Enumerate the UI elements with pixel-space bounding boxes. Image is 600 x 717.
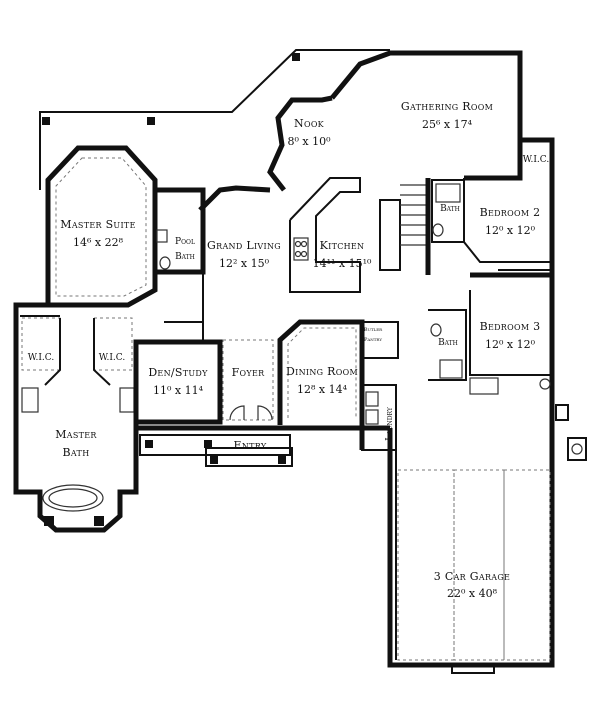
vanity — [119, 387, 135, 413]
garage-bay — [397, 469, 455, 661]
exterior-wall-north — [330, 50, 555, 450]
lanai-column — [147, 117, 155, 125]
pool-equipment — [555, 404, 569, 421]
nook-bay-wall — [267, 95, 333, 192]
stair-wall — [379, 199, 401, 271]
burner — [300, 250, 308, 258]
entry-column — [278, 456, 286, 464]
entry-column — [204, 440, 212, 448]
room-dims-kitchen: 14¹¹ x 15¹⁰ — [313, 257, 372, 270]
entry-steps — [205, 447, 293, 467]
room-dims-nook: 8⁰ x 10⁰ — [287, 135, 331, 148]
label-bath-3: Bath — [438, 338, 458, 348]
room-dims-den-study: 11⁰ x 11⁴ — [153, 384, 204, 397]
vanity — [21, 387, 39, 413]
room-name-grand-living: Grand Living — [207, 239, 281, 252]
room-name-kitchen: Kitchen — [320, 239, 365, 252]
room-name-nook: Nook — [294, 117, 325, 130]
label-laundry: Laundry — [385, 406, 395, 441]
garage-wall — [387, 428, 555, 668]
entry-doors — [229, 405, 273, 421]
room-name-gathering-room: Gathering Room — [401, 100, 493, 113]
butler-pantry-wall — [361, 321, 399, 359]
cooktop-icon — [293, 237, 309, 261]
wic-partition — [44, 318, 61, 386]
bedroom-2-wall-inner — [463, 178, 552, 263]
dining-ceiling — [287, 327, 357, 418]
dryer-icon — [365, 409, 379, 425]
room-name-den-study: Den/Study — [148, 366, 208, 379]
bathtub-icon — [435, 183, 461, 203]
entry-column — [210, 456, 218, 464]
bedroom-3-wall — [469, 290, 552, 376]
burner — [294, 250, 302, 258]
bedroom-2-wall — [464, 140, 523, 181]
toilet — [432, 223, 444, 237]
label-pool: Pool — [175, 237, 195, 247]
room-dims-grand-living: 12² x 15⁰ — [219, 257, 270, 270]
washer-icon — [365, 391, 379, 407]
room-name-bedroom-2: Bedroom 2 — [480, 206, 541, 219]
room-name-master-suite: Master Suite — [60, 218, 135, 231]
label-wic-bedroom-2: W.I.C. — [523, 155, 550, 165]
ac-fan — [571, 443, 583, 455]
room-dims-master-suite: 14⁶ x 22⁸ — [73, 236, 124, 249]
entry-porch — [139, 434, 291, 456]
tub-step — [44, 516, 54, 526]
label-bath-2: Bath — [440, 204, 460, 214]
wic-partition — [93, 318, 111, 386]
room-dims-bedroom-3: 12⁰ x 12⁰ — [485, 338, 536, 351]
sink — [159, 256, 171, 270]
label-pool-bath: Bath — [175, 252, 195, 262]
grand-living-bay-wall — [198, 185, 271, 212]
toilet — [156, 229, 168, 243]
west-wing-wall — [13, 302, 139, 533]
label-master: Master — [55, 428, 97, 441]
bath-3-wall — [428, 309, 467, 381]
room-dims-dining-room: 12⁸ x 14⁴ — [297, 383, 348, 396]
water-heater-icon — [539, 378, 551, 390]
stairs-icon — [400, 184, 428, 246]
burner — [300, 240, 308, 248]
toilet — [430, 323, 442, 337]
linen-closet — [469, 377, 499, 395]
lanai-column — [292, 53, 300, 61]
label-wic-left: W.I.C. — [28, 353, 55, 363]
burner — [294, 240, 302, 248]
master-suite-ceiling — [55, 157, 147, 297]
room-dims-gathering-room: 25⁶ x 17⁴ — [422, 118, 473, 131]
room-name-dining-room: Dining Room — [286, 365, 358, 378]
foyer-ceiling — [222, 339, 274, 421]
room-dims-garage: 22⁰ x 40⁸ — [447, 587, 498, 600]
room-name-garage: 3 Car Garage — [434, 570, 510, 583]
shower-icon — [439, 359, 463, 379]
label-foyer: Foyer — [232, 366, 266, 379]
garage-bay — [503, 469, 551, 661]
garage-bay — [453, 469, 505, 661]
garage-step — [451, 664, 495, 674]
lanai-column — [42, 117, 50, 125]
entry-column — [145, 440, 153, 448]
ac-unit-icon — [567, 437, 587, 461]
kitchen-counter — [289, 177, 361, 293]
label-pantry: Pantry — [364, 337, 382, 343]
room-name-bedroom-3: Bedroom 3 — [480, 320, 541, 333]
tub-step — [94, 516, 104, 526]
label-master-bath: Bath — [63, 446, 90, 459]
bathtub-icon — [42, 484, 104, 512]
label-wic-right: W.I.C. — [99, 353, 126, 363]
label-entry: Entry — [234, 439, 267, 452]
label-butler: Butler — [364, 327, 383, 333]
lanai-outline — [39, 49, 390, 190]
bathtub-basin — [48, 488, 98, 508]
master-suite-wall — [45, 145, 158, 308]
wic-left-area — [21, 317, 61, 371]
room-dims-bedroom-2: 12⁰ x 12⁰ — [485, 224, 536, 237]
den-study-wall — [133, 339, 223, 425]
wic-right-area — [93, 317, 133, 371]
